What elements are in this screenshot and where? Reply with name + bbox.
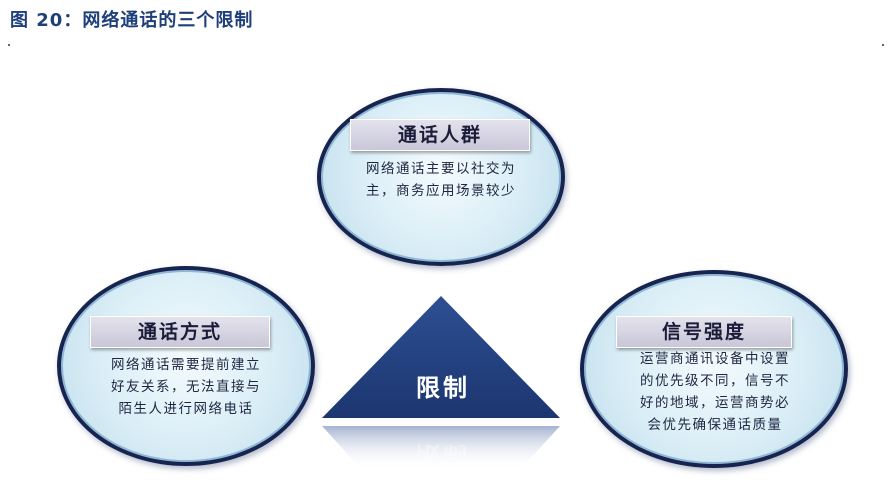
- node-text-line: 网络通话需要提前建立: [111, 357, 261, 373]
- node-text-line: 的优先级不同，信号不: [640, 373, 790, 389]
- node-bubble-left: [57, 266, 315, 466]
- node-text-right: 运营商通讯设备中设置 的优先级不同，信号不 好的地域，运营商势必 会优先确保通话…: [604, 348, 826, 436]
- node-title-right: 信号强度: [616, 316, 792, 348]
- node-text-line: 好友关系，无法直接与: [111, 379, 261, 395]
- node-title-left: 通话方式: [90, 316, 270, 348]
- center-triangle-reflection: [322, 426, 560, 470]
- node-bubble-top: [317, 88, 565, 266]
- center-label: 限制: [416, 373, 470, 402]
- node-text-line: 网络通话主要以社交为: [366, 161, 516, 177]
- node-text-left: 网络通话需要提前建立 好友关系，无法直接与 陌生人进行网络电话: [86, 354, 286, 420]
- figure-title: 图 20：网络通话的三个限制: [10, 10, 254, 31]
- node-bubble-right: [580, 270, 848, 468]
- node-title-top: 通话人群: [350, 119, 530, 151]
- node-text-line: 会优先确保通话质量: [647, 417, 783, 433]
- center-triangle: [322, 296, 560, 418]
- node-text-line: 运营商通讯设备中设置: [640, 351, 790, 367]
- node-text-line: 好的地域，运营商势必: [640, 395, 790, 411]
- node-text-top: 网络通话主要以社交为 主，商务应用场景较少: [338, 158, 544, 202]
- corner-mark-right: [882, 44, 884, 46]
- center-label-reflection: 限制: [416, 441, 470, 470]
- node-text-line: 陌生人进行网络电话: [118, 401, 254, 417]
- node-text-line: 主，商务应用场景较少: [366, 183, 516, 199]
- corner-mark-left: [8, 44, 10, 46]
